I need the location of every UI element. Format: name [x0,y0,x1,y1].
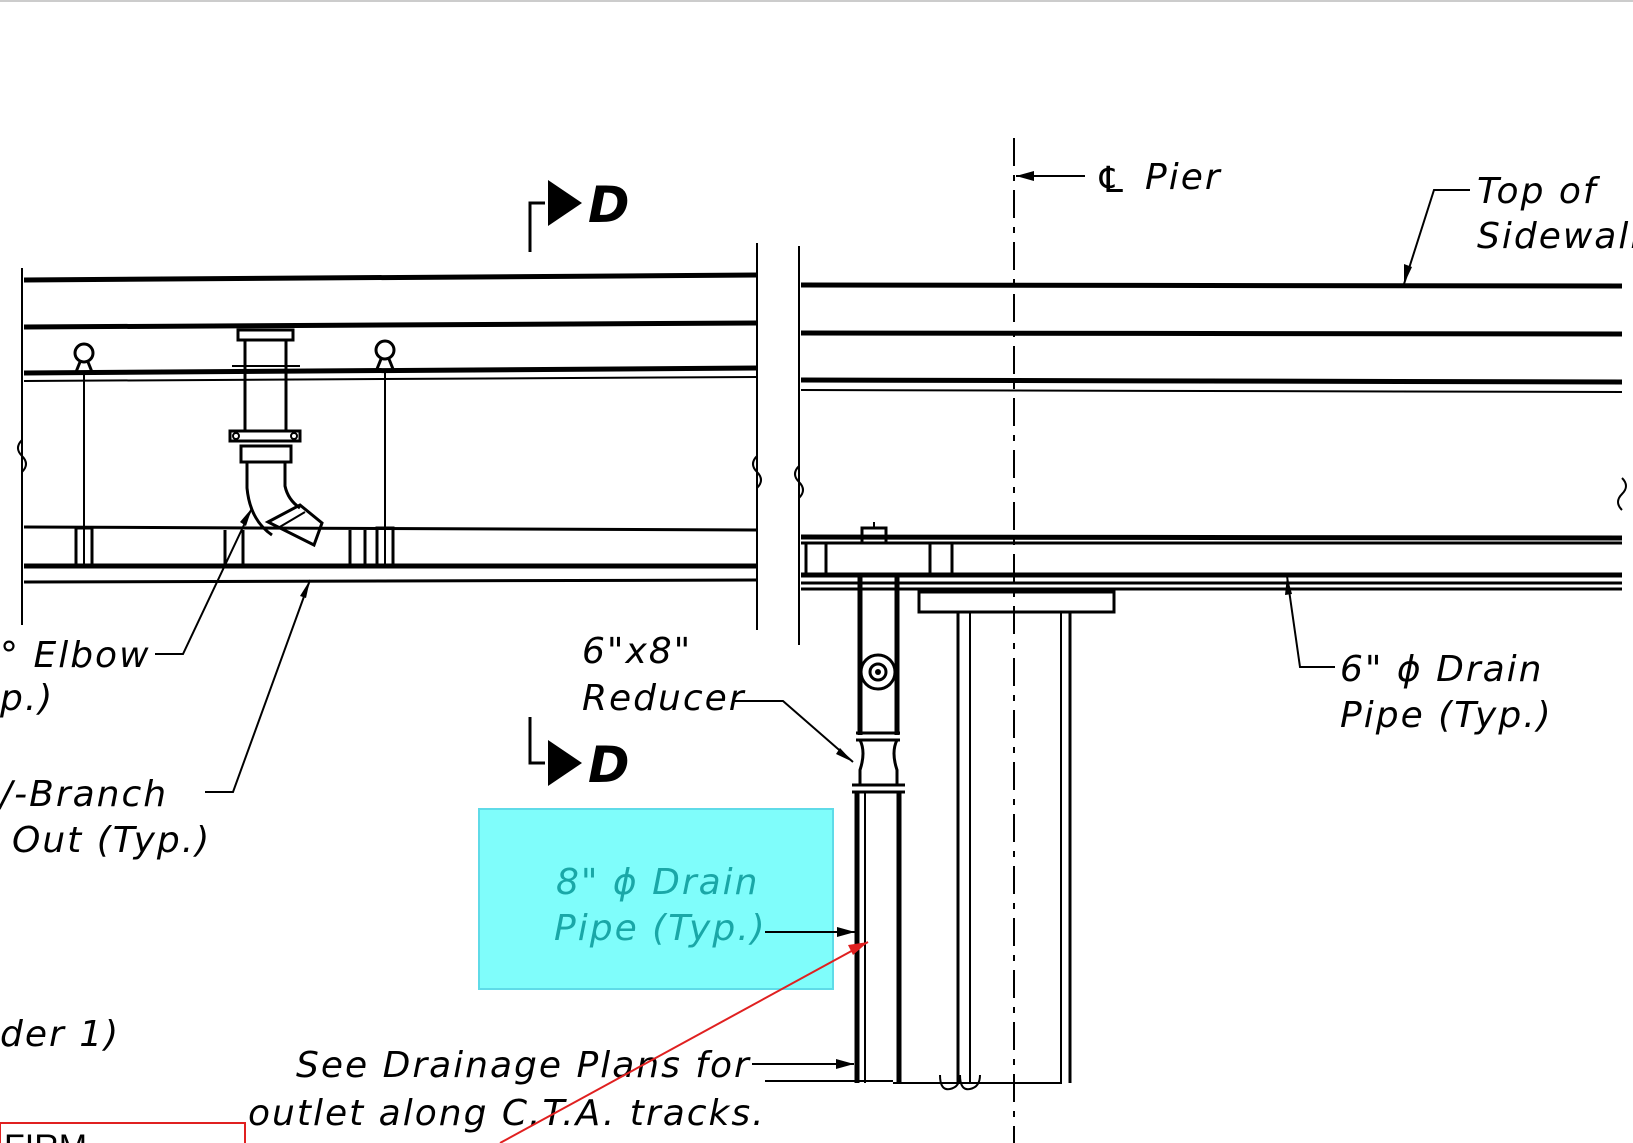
right-girder-span [794,246,1627,645]
markup-box[interactable] [0,1122,246,1143]
y-branch-callout: /-Branch Out (Typ.) [0,579,311,861]
drain-6in-callout: 6" ϕ Drain Pipe (Typ.) [1285,575,1553,736]
pipe-hanger-left [73,342,95,568]
see-drainage-plans-callout: See Drainage Plans for outlet along C.T.… [248,1045,893,1134]
drain-8in-label-line1: 8" ϕ Drain [556,862,760,903]
pier-column [893,590,1116,1091]
y-branch-label-line1: /-Branch [0,774,168,815]
scupper-downspout [223,328,367,566]
section-marker-bottom: D [528,717,630,794]
top-of-sidewalk-line2: Sidewalk [1477,216,1633,257]
pier-callout: ℄ Pier [1016,157,1222,201]
pipe-hanger-right [374,339,396,568]
reducer-label-line2: Reducer [582,678,746,719]
section-marker-top: D [528,176,630,252]
pier-centerline-symbol: ℄ [1095,160,1129,201]
see-plans-line1: See Drainage Plans for [296,1045,751,1086]
drain-8in-highlight[interactable]: 8" ϕ Drain Pipe (Typ.) [478,808,855,990]
red-markup[interactable]: FIRM [0,941,869,1143]
see-plans-line2: outlet along C.T.A. tracks. [248,1093,766,1134]
girder-label: der 1) [0,1014,120,1055]
drain-6in-label-line1: 6" ϕ Drain [1340,649,1544,690]
pier-label: Pier [1145,157,1222,198]
markup-arrow[interactable] [499,941,869,1143]
highlight-box[interactable] [478,808,834,990]
top-of-sidewalk-line1: Top of [1477,171,1601,212]
reducer-callout: 6"x8" Reducer [582,631,854,763]
drain-8in-label-line2: Pipe (Typ.) [554,908,767,949]
elbow-callout: ° Elbow p.) [0,507,253,719]
left-girder-span [17,243,762,630]
section-label-top: D [588,176,630,234]
vertical-drain-pipe [852,575,905,1083]
drain-6in-label-line2: Pipe (Typ.) [1340,695,1553,736]
elbow-label-line1: ° Elbow [0,635,151,676]
reducer-label-line1: 6"x8" [582,631,692,672]
elbow-label-line2: p.) [0,678,54,719]
section-label-bottom: D [588,736,630,794]
markup-arrow-head [848,942,868,955]
y-branch-label-line2: Out (Typ.) [12,820,211,861]
markup-box-text: FIRM [4,1128,87,1143]
top-of-sidewalk-callout: Top of Sidewalk [1403,171,1633,285]
